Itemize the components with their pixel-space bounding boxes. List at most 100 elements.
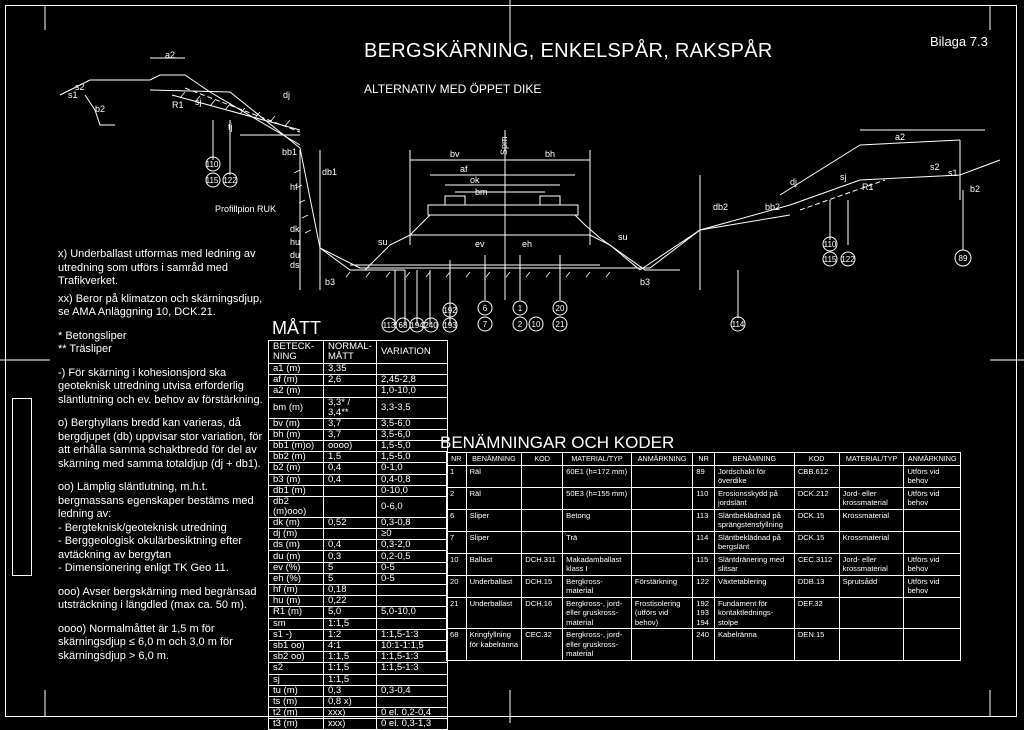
codes-cell: DCH.15 [521,574,564,598]
matt-cell: bb1 (m)o) [268,439,324,453]
svg-text:bh: bh [545,149,555,159]
codes-title: BENÄMNINGAR OCH KODER [440,433,675,452]
svg-text:a2: a2 [895,132,905,142]
matt-cell: hf (m) [268,583,324,597]
svg-text:s2: s2 [930,162,940,172]
codes-cell [903,508,961,532]
matt-row: db2 (m)ooo)0-6,0 [268,495,448,518]
matt-cell: 1,5 [323,451,377,464]
matt-cell: xxx) [323,707,377,720]
codes-cell: Krossmaterial [838,508,905,532]
matt-cell [323,385,377,398]
codes-cell: 192 193 194 [692,596,715,629]
svg-text:68: 68 [399,321,408,330]
codes-cell [903,530,961,554]
codes-cell [838,628,905,661]
codes-cell: Ballast [465,552,523,576]
codes-cell [521,508,564,532]
matt-cell: bm (m) [268,396,324,419]
matt-cell: dj (m) [268,528,324,541]
svg-text:db2: db2 [713,202,728,212]
matt-cell: eh (%) [268,572,324,586]
svg-text:du: du [290,250,300,260]
svg-text:R1: R1 [172,100,184,110]
svg-text:eh: eh [522,239,532,249]
matt-cell: 3,7 [323,417,377,430]
matt-cell: hu (m) [268,595,324,608]
matt-cell [376,695,448,709]
codes-cell: Utförs vid behov [903,574,961,598]
matt-cell: 4:1 [323,639,377,653]
matt-row: bb1 (m)o)oooo)1,5-5,0 [268,439,448,453]
svg-text:193: 193 [443,321,457,330]
codes-cell: DCK.212 [793,486,840,510]
matt-cell: 2,45-2,8 [376,374,448,387]
codes-cell: 7 [446,530,467,554]
codes-cell: Makadamballast klass I [562,552,632,576]
codes-cell: Krossmaterial [838,530,905,554]
matt-cell: dk (m) [268,516,324,530]
column-header: ANMÄRKNING [630,452,694,466]
matt-cell: bb2 (m) [268,451,324,464]
svg-text:dk: dk [290,224,300,234]
svg-text:6: 6 [483,304,488,313]
matt-cell [323,495,377,518]
matt-cell: af (m) [268,374,324,387]
codes-cell: 113 [692,508,715,532]
matt-cell: bv (m) [268,417,324,430]
matt-cell: 0,52 [323,516,377,530]
matt-cell: 0,8 x) [323,695,377,709]
codes-cell [630,464,694,488]
matt-cell: 5,0 [323,606,377,619]
svg-text:b2: b2 [95,104,105,114]
matt-cell: 1:1,5 [323,673,377,686]
drawing-title: BERGSKÄRNING, ENKELSPÅR, RAKSPÅR [364,40,773,62]
svg-text:bb1: bb1 [282,147,297,157]
column-header: VARIATION [376,340,448,364]
svg-text:115: 115 [824,255,837,264]
codes-cell [838,596,905,629]
matt-cell: a1 (m) [268,362,324,376]
codes-cell: CEC.3112 [793,552,840,576]
note: oooo) Normalmåttet är 1,5 m för skärning… [58,622,233,662]
matt-cell: 0,3-0,4 [376,684,448,697]
matt-cell: tu (m) [268,684,324,697]
note: xx) Beror på klimatzon och skärningsdjup… [58,292,263,319]
codes-cell: Kabelränna [713,628,795,661]
codes-cell: Jordschakt för överdike [713,464,795,488]
svg-text:ok: ok [470,175,480,185]
matt-cell: 1:1,5 [323,651,377,664]
note: o) Berghyllans bredd kan varieras, då be… [58,417,263,470]
matt-cell: 0 el. 0,3-1,3 [376,718,448,730]
codes-cell: Frostisolering (utförs vid behov) [630,596,694,629]
svg-text:hu: hu [290,237,300,247]
matt-cell: oooo) [323,439,377,453]
column-header: BETECK-NING [268,340,324,364]
matt-cell: s1 -) [268,628,324,641]
svg-text:21: 21 [556,320,565,329]
note: - Dimensionering enligt TK Geo 11. [58,562,229,574]
codes-cell: Räl [465,486,523,510]
svg-text:s2: s2 [75,82,85,92]
note: - Berggeologisk okulärbesiktning efter a… [58,535,243,561]
svg-text:Spm: Spm [499,136,509,155]
svg-text:af: af [460,164,468,174]
matt-cell: 3,3-3,5 [376,396,448,419]
codes-cell: Utförs vid behov [903,486,961,510]
column-header: ANMÄRKNING [903,452,961,466]
matt-row: bm (m)3,3* / 3,4**3,3-3,5 [268,396,448,419]
matt-row: t2 (m)xxx)0 el. 0,2-0,4 [268,707,448,720]
codes-cell: DCH.311 [521,552,564,576]
note: oo) Lämplig släntlutning, m.h.t. bergmas… [58,481,254,520]
codes-cell: Släntbeklädnad på sprängstensfyllning [713,508,795,532]
codes-cell: Underballast [465,596,523,629]
